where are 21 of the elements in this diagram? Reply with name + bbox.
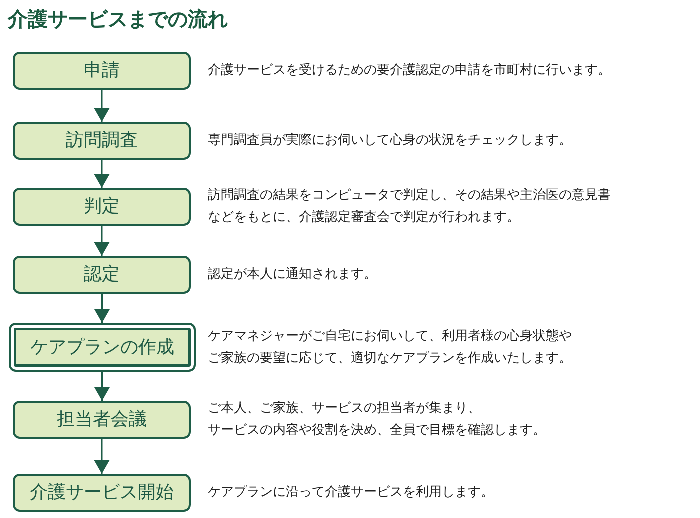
step-description: 訪問調査の結果をコンピュータで判定し、その結果や主治医の意見書などをもとに、介護認定審査会で判定が行われます。 — [208, 187, 611, 227]
step-description: ケアマネジャーがご自宅にお伺いして、利用者様の心身状態やご家族の要望に応じて、適切なケアプランを作成いたします。 — [208, 328, 572, 368]
double-bordered-box: ケアプランの作成 — [9, 323, 196, 372]
step-description: 専門調査員が実際にお伺いして心身の状況をチェックします。 — [208, 132, 572, 150]
arrow — [94, 160, 110, 188]
diagram-title: 介護サービスまでの流れ — [8, 6, 228, 32]
arrow — [94, 226, 110, 256]
process-box: 担当者会議 — [13, 401, 191, 439]
arrow — [94, 439, 110, 474]
step-description: 介護サービスを受けるための要介護認定の申請を市町村に行います。 — [208, 62, 611, 80]
step-description: ケアプランに沿って介護サービスを利用します。 — [208, 484, 494, 502]
process-box: 判定 — [13, 188, 191, 226]
process-box: 介護サービス開始 — [13, 474, 191, 512]
process-box: 訪問調査 — [13, 122, 191, 160]
process-box: 認定 — [13, 256, 191, 294]
process-box: 申請 — [13, 52, 191, 90]
step-description: 認定が本人に通知されます。 — [208, 266, 377, 284]
arrow — [94, 90, 110, 122]
step-description: ご本人、ご家族、サービスの担当者が集まり、サービスの内容や役割を決め、全員で目標を確認します。 — [208, 400, 546, 440]
arrow — [94, 294, 110, 323]
arrow — [94, 372, 110, 401]
